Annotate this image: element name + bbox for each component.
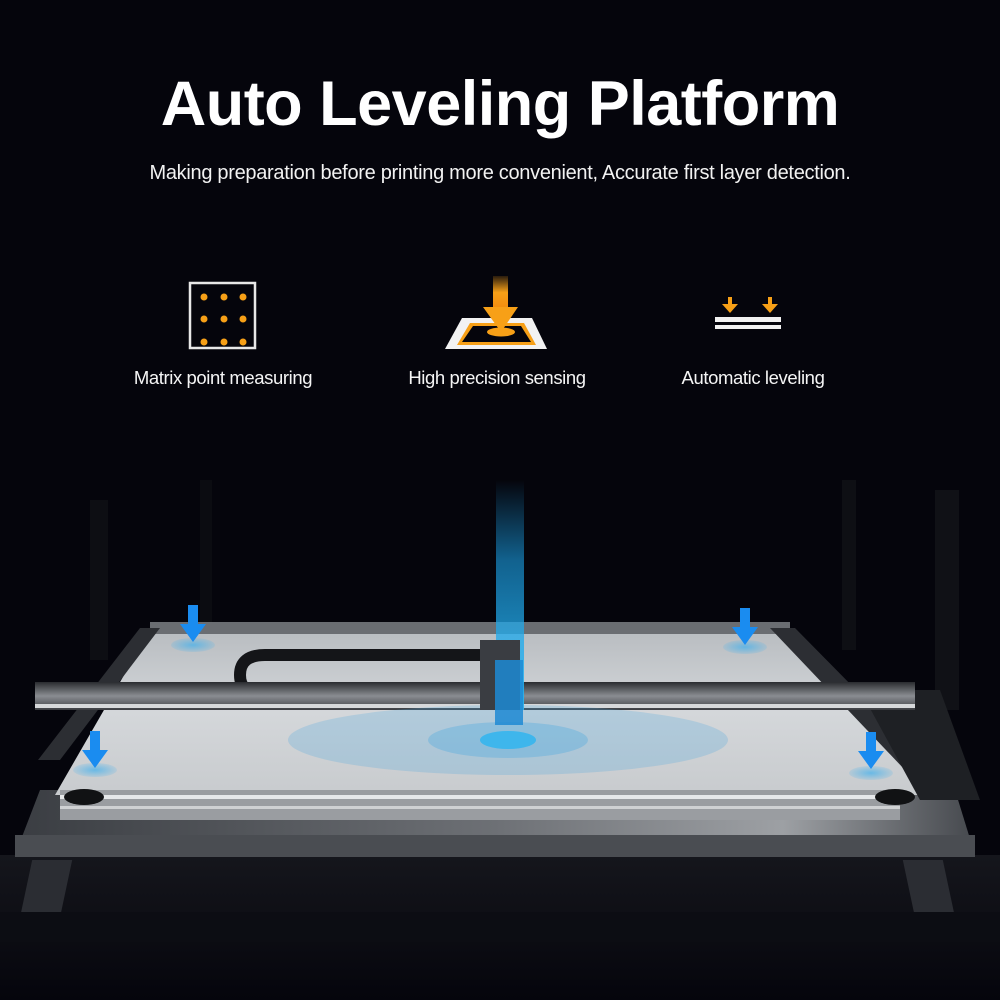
printer-bed-image	[0, 460, 1000, 1000]
feature-matrix-point: Matrix point measuring	[103, 276, 343, 396]
auto-level-icon	[633, 276, 873, 356]
matrix-grid-icon	[103, 276, 343, 356]
feature-label: Matrix point measuring	[133, 367, 313, 388]
feature-high-precision: High precision sensing	[377, 276, 617, 396]
feature-automatic-leveling: Automatic leveling	[633, 276, 873, 396]
feature-label: High precision sensing	[408, 367, 586, 388]
precision-sensor-icon	[377, 276, 617, 356]
page-title: Auto Leveling Platform	[160, 69, 840, 139]
page-subtitle: Making preparation before printing more …	[149, 162, 851, 184]
feature-label: Automatic leveling	[681, 367, 825, 388]
